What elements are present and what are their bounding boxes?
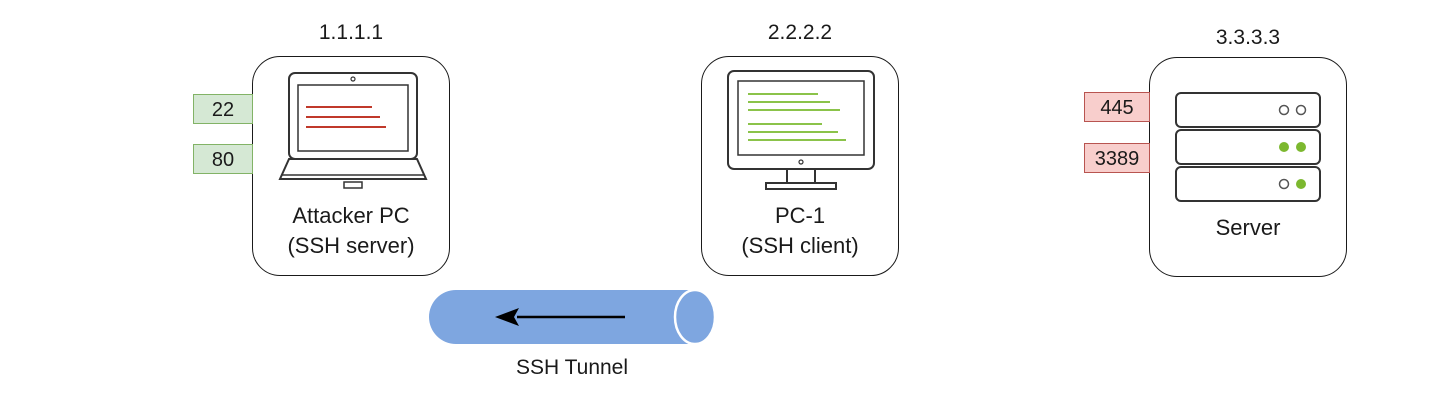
monitor-icon	[727, 70, 875, 190]
attacker-name: Attacker PC	[292, 203, 410, 228]
attacker-port-22: 22	[193, 94, 253, 124]
ssh-tunnel-label: SSH Tunnel	[515, 356, 629, 379]
server-port-3389: 3389	[1084, 143, 1150, 173]
ssh-tunnel-pipe	[429, 288, 717, 346]
pc1-ip-label: 2.2.2.2	[767, 21, 833, 44]
attacker-port-80: 80	[193, 144, 253, 174]
laptop-icon	[278, 72, 428, 189]
left-arrow-icon	[495, 308, 519, 326]
server-name: Server	[1215, 215, 1281, 240]
server-ip-label: 3.3.3.3	[1215, 26, 1281, 49]
pc1-role: (SSH client)	[741, 233, 859, 258]
pc1-node[interactable]: PC-1 (SSH client)	[701, 56, 899, 276]
server-port-445: 445	[1084, 92, 1150, 122]
pc1-name: PC-1	[774, 203, 826, 228]
attacker-ip-label: 1.1.1.1	[318, 21, 384, 44]
server-node[interactable]: Server	[1149, 57, 1347, 277]
attacker-role: (SSH server)	[287, 233, 415, 258]
attacker-pc-node[interactable]: Attacker PC (SSH server)	[252, 56, 450, 276]
server-rack-icon	[1175, 92, 1321, 202]
